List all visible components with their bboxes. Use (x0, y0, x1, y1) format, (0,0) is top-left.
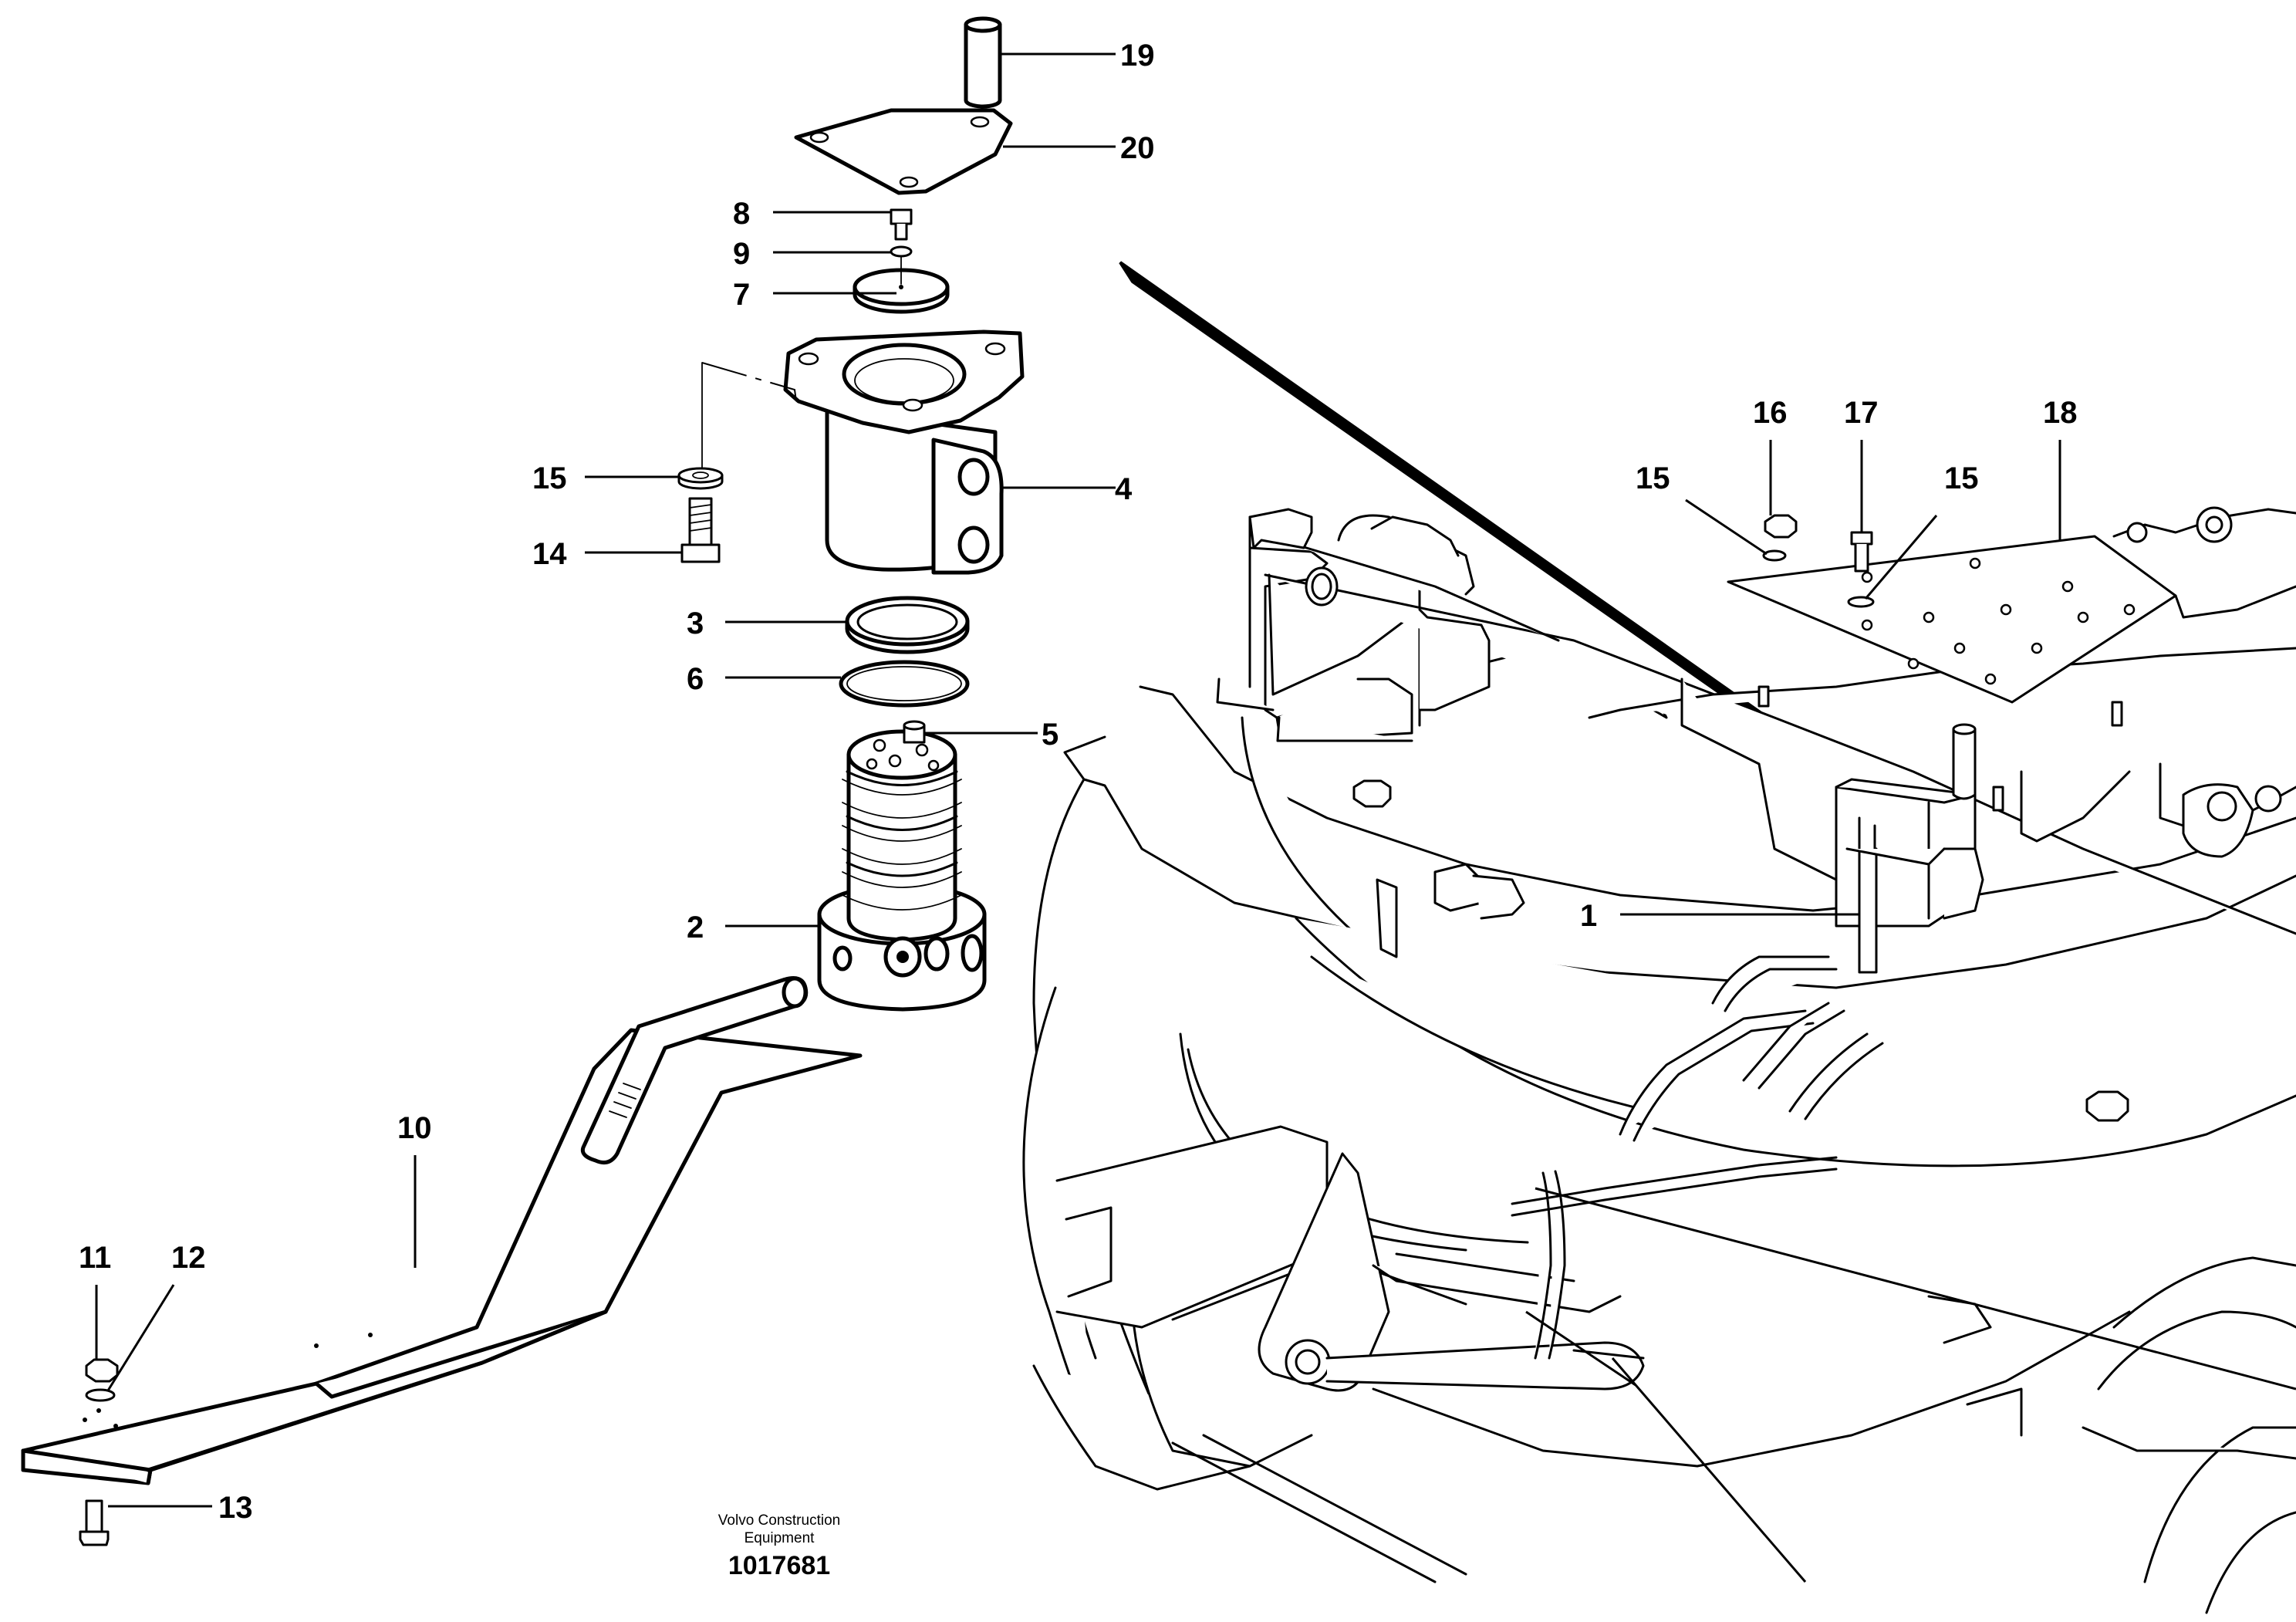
callout-17: 17 (1844, 396, 1879, 430)
document-number: 1017681 (728, 1551, 830, 1580)
callout-leaders (95, 52, 2061, 1508)
callout-11: 11 (79, 1241, 111, 1275)
part-5-plug (903, 720, 926, 744)
callout-18: 18 (2043, 396, 2078, 430)
document-footer: Volvo Construction Equipment 1017681 (718, 1512, 840, 1580)
alignment-line (701, 362, 797, 402)
part-10-bracket (21, 976, 863, 1485)
callout-7: 7 (733, 278, 750, 312)
part-12-washer (85, 1388, 116, 1402)
part-8-screw (890, 208, 913, 241)
part-11-nut (85, 1358, 119, 1383)
part-3-seal-ring (845, 596, 970, 654)
callout-20: 20 (1120, 131, 1155, 165)
callout-12: 12 (171, 1241, 206, 1275)
callout-14: 14 (532, 537, 567, 571)
part-9-washer (890, 245, 913, 258)
part-6-o-ring (839, 660, 970, 708)
callout-8: 8 (733, 197, 750, 231)
part-15-washer-left (677, 467, 724, 490)
callout-15-mid: 15 (1636, 461, 1670, 495)
callout-2: 2 (687, 911, 704, 944)
callout-13: 13 (218, 1491, 253, 1525)
callout-1: 1 (1580, 899, 1597, 933)
callout-19: 19 (1120, 39, 1155, 73)
callout-15-left: 15 (532, 461, 567, 495)
part-7-disc (853, 256, 950, 314)
part-4-swivel-housing (783, 329, 1025, 575)
part-13-bolt (79, 1499, 110, 1546)
company-name-line1: Volvo Construction (718, 1512, 840, 1529)
callout-15-right: 15 (1944, 461, 1979, 495)
callout-9: 9 (733, 237, 750, 271)
callout-3: 3 (687, 607, 704, 640)
callout-16: 16 (1753, 396, 1788, 430)
callout-4: 4 (1115, 472, 1133, 506)
callout-labels: 19 20 8 9 7 15 4 14 3 6 5 2 10 11 12 13 … (79, 39, 2078, 1525)
part-14-bolt (680, 497, 721, 563)
frame-illustration (1022, 506, 2296, 1614)
callout-5: 5 (1042, 718, 1059, 752)
company-name-line2: Equipment (745, 1530, 815, 1546)
callout-10: 10 (397, 1111, 432, 1145)
part-2-rotor (817, 729, 987, 1012)
part-19-spacer-tube (964, 16, 1002, 109)
part-20-cover-plate (794, 108, 1013, 195)
callout-6: 6 (687, 662, 704, 696)
